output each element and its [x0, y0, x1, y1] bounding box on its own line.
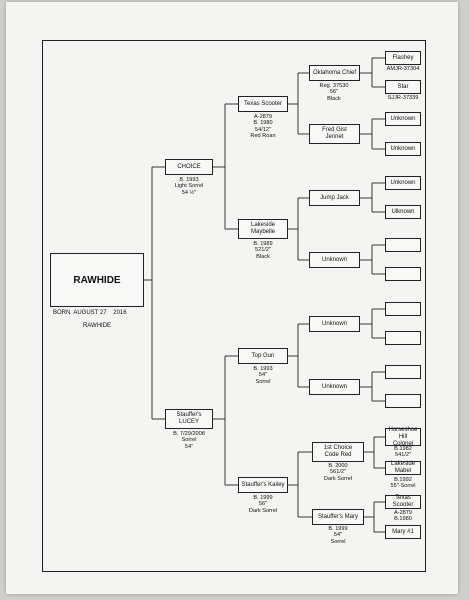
- gen5-details-2: SJJR-37339: [387, 95, 419, 101]
- gen4-sds-box: Jump Jack: [309, 190, 360, 206]
- dam-details: B. 7/29/2008 Sorrel 54": [173, 431, 205, 450]
- gen4-dsd-box: Unknown: [309, 379, 360, 395]
- pedigree-frame: [42, 40, 426, 572]
- gen5-box-5: Unknown: [385, 176, 421, 190]
- gen4-dss-box: Unknown: [309, 316, 360, 332]
- gen4-ddd-box: Stauffer's Mary: [312, 509, 364, 525]
- gen5-details-13: B.1982 541/2": [394, 446, 412, 459]
- gen5-box-1: Flashey: [385, 51, 421, 65]
- gen4-dds-name: 1st Choice Code Red: [323, 445, 353, 458]
- gen5-name-4: Unknown: [390, 145, 416, 152]
- gen5-box-11: [385, 365, 421, 379]
- gen4-dds-box: 1st Choice Code Red: [312, 442, 364, 462]
- gen5-box-3: Unknown: [385, 112, 421, 126]
- gen5-name-13: Horseshoe Hill Colonel: [388, 426, 418, 447]
- gen5-name-15: Texas Scooter: [392, 495, 414, 508]
- gen5-name-6: Ulknown: [391, 208, 415, 215]
- gen5-box-9: [385, 302, 421, 316]
- gen5-box-12: [385, 394, 421, 408]
- gen5-box-10: [385, 331, 421, 345]
- gen4-sss-details: Reg. 37530 56" Black: [319, 83, 349, 102]
- gen5-details-1: AMJR-37304: [386, 66, 420, 72]
- dam-name: Stauffer's LUCEY: [176, 412, 202, 425]
- gen5-box-7: [385, 238, 421, 252]
- gen3-ss-name: Texas Scooter: [243, 100, 283, 107]
- gen4-dss-name: Unknown: [321, 320, 347, 327]
- gen5-name-3: Unknown: [390, 115, 416, 122]
- gen4-sss-name: Oklahoma Chief: [312, 69, 357, 76]
- subject-born: BORN AUGUST 27 2016: [53, 310, 127, 316]
- gen4-ddd-name: Stauffer's Mary: [317, 513, 359, 520]
- subject-box: RAWHIDE: [50, 253, 144, 307]
- sire-name: CHOICE: [177, 163, 201, 170]
- gen3-ss-details: A-2879 B. 1980 54/12" Red Roan: [250, 114, 276, 140]
- gen3-dd-name: Stauffer's Kailey: [241, 481, 285, 488]
- gen5-box-2: Star: [385, 80, 421, 94]
- gen3-ss-box: Texas Scooter: [238, 96, 288, 112]
- subject-name: RAWHIDE: [73, 274, 121, 286]
- gen5-details-14: B.1992 55"-Sorrel: [390, 477, 416, 490]
- subject-name-below: RAWHIDE: [82, 323, 112, 329]
- gen5-box-13: Horseshoe Hill Colonel: [385, 426, 421, 447]
- gen5-name-2: Star: [397, 83, 409, 90]
- gen5-box-6: Ulknown: [385, 205, 421, 219]
- gen3-ds-name: Top Gun: [251, 352, 275, 359]
- gen4-ssd-box: Fred Gist Jennet: [309, 124, 360, 144]
- gen4-dsd-name: Unknown: [321, 383, 347, 390]
- gen5-box-8: [385, 267, 421, 281]
- gen3-dd-box: Stauffer's Kailey: [238, 477, 288, 493]
- gen4-ssd-name: Fred Gist Jennet: [322, 127, 347, 140]
- gen4-dds-details: B. 2000 561/2" Dark Sorrel: [323, 463, 353, 482]
- gen5-name-1: Flashey: [392, 54, 414, 61]
- gen3-sd-box: Lakeside Maybelle: [238, 219, 288, 239]
- gen5-details-15: A-2879 B.1980: [393, 510, 413, 523]
- gen5-box-4: Unknown: [385, 142, 421, 156]
- gen5-name-14: Lakeside Mabel: [390, 461, 416, 474]
- sire-box: CHOICE: [165, 159, 213, 175]
- gen5-name-16: Mary #1: [392, 528, 414, 535]
- gen4-sdd-name: Unknown: [321, 256, 347, 263]
- gen3-sd-details: B. 1989 521/2" Black: [253, 241, 273, 260]
- gen4-sds-name: Jump Jack: [320, 194, 349, 201]
- gen5-name-5: Unknown: [390, 179, 416, 186]
- gen4-sdd-box: Unknown: [309, 252, 360, 268]
- gen4-ddd-details: B. 1999 54" Sorrel: [328, 526, 348, 545]
- gen3-dd-details: B. 1999 56" Dark Sorrel: [248, 495, 278, 514]
- gen3-ds-box: Top Gun: [238, 348, 288, 364]
- gen4-sss-box: Oklahoma Chief: [309, 65, 360, 81]
- gen5-box-15: Texas Scooter: [385, 495, 421, 509]
- sire-details: B. 1993 Light Sorrel 54 ½": [174, 177, 204, 196]
- gen5-box-14: Lakeside Mabel: [385, 461, 421, 475]
- gen3-sd-name: Lakeside Maybelle: [250, 222, 276, 235]
- gen3-ds-details: B. 1993 54" Sorrel: [253, 366, 273, 385]
- gen5-box-16: Mary #1: [385, 525, 421, 539]
- dam-box: Stauffer's LUCEY: [165, 409, 213, 429]
